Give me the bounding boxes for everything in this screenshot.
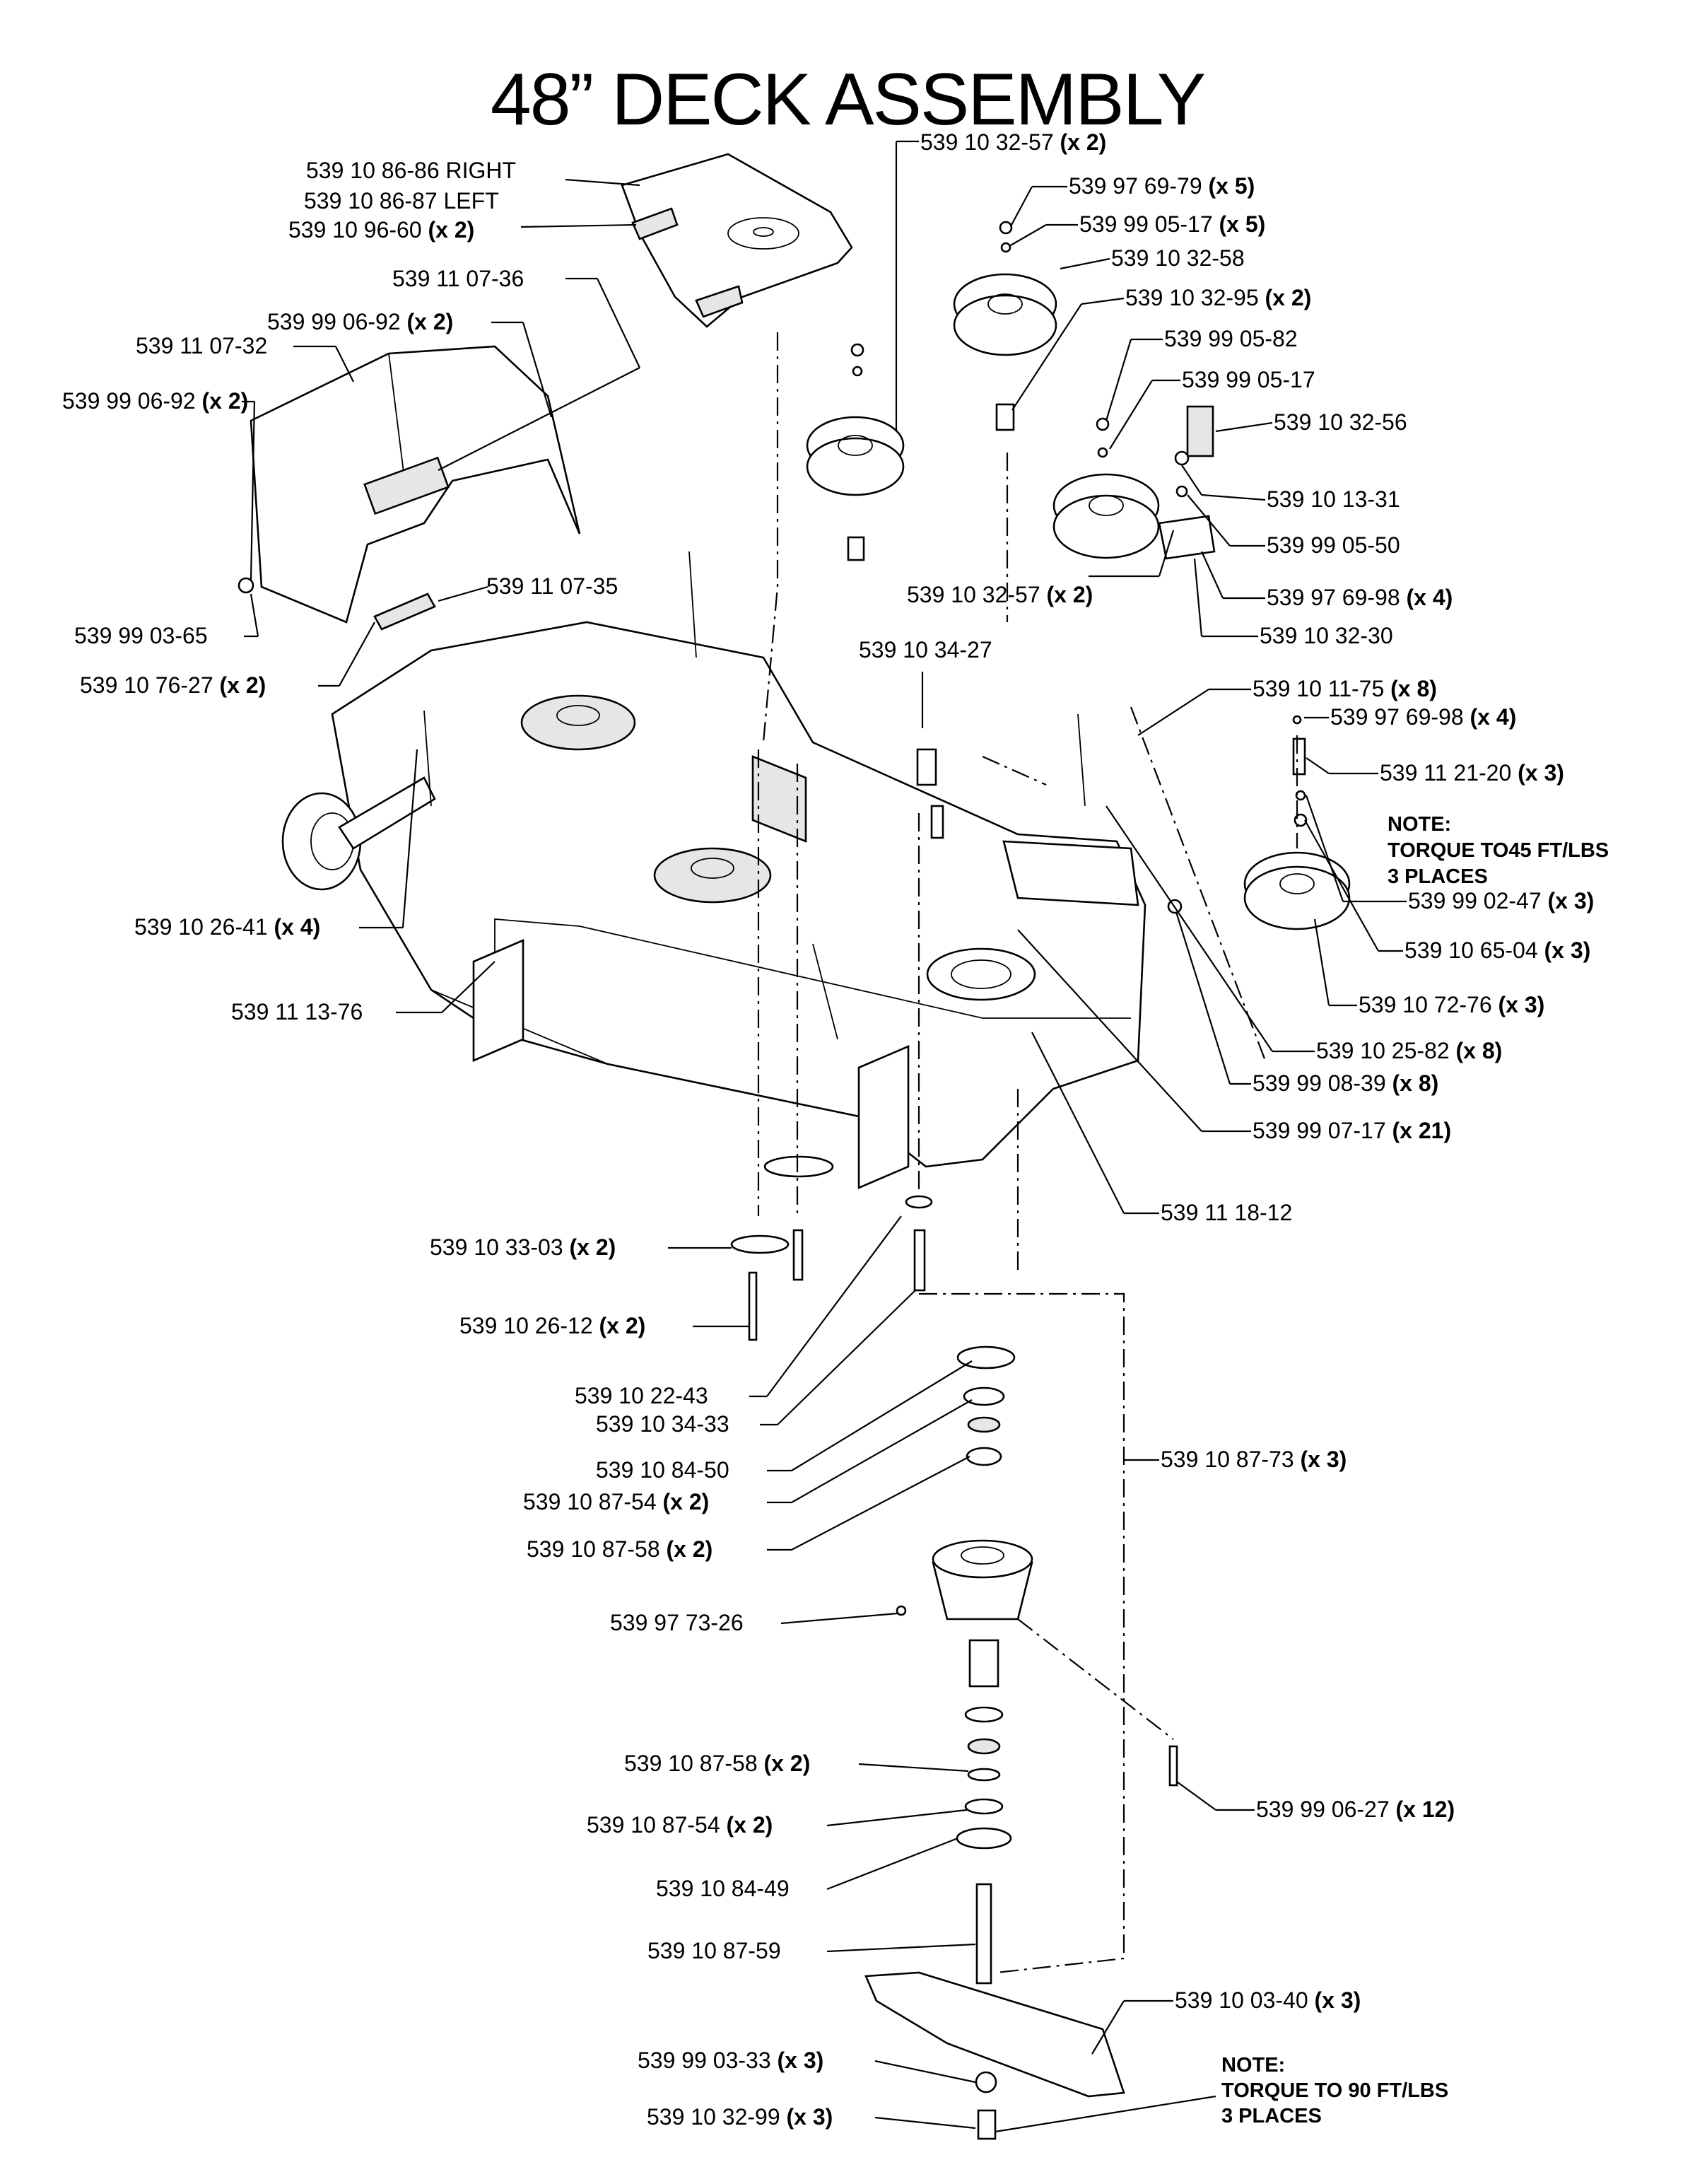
idler-pulleys-illustration (806, 221, 1216, 561)
callout: 539 10 96-60 (x 2) (288, 217, 474, 243)
belt-cover-illustration (621, 153, 853, 328)
callout: 539 10 33-03 (x 2) (430, 1234, 616, 1260)
callout: 539 97 69-98 (x 4) (1267, 585, 1453, 610)
callout: 539 10 32-58 (1111, 245, 1245, 271)
callout: 539 11 07-35 (486, 573, 618, 599)
callout: 539 10 65-04 (x 3) (1404, 938, 1590, 963)
parts-drawing (237, 153, 1351, 2140)
callout: 539 11 21-20 (x 3) (1380, 760, 1564, 786)
callout: 539 10 13-31 (1267, 486, 1400, 512)
callout: 539 99 03-33 (x 3) (638, 2048, 823, 2073)
callout: 539 10 87-54 (x 2) (523, 1489, 709, 1514)
callout: 539 10 03-40 (x 3) (1175, 1987, 1361, 2013)
callout: 539 99 07-17 (x 21) (1253, 1118, 1451, 1143)
callout: 539 10 84-49 (656, 1876, 790, 1901)
callout: 539 10 25-82 (x 8) (1316, 1038, 1502, 1063)
callout: 539 11 18-12 (1161, 1200, 1292, 1225)
callout: 539 10 11-75 (x 8) (1253, 676, 1437, 701)
callout: 539 10 26-41 (x 4) (134, 914, 320, 940)
callout: 539 99 05-50 (1267, 532, 1400, 558)
callout: 539 10 34-27 (859, 637, 992, 662)
note-text: TORQUE TO 90 FT/LBS (1221, 2079, 1448, 2102)
callout: 539 10 22-43 (575, 1383, 708, 1408)
callout: 539 10 86-86 RIGHT (306, 158, 516, 183)
alignment-lines (757, 332, 1298, 1974)
note-text: 3 PLACES (1221, 2105, 1322, 2127)
callout: 539 10 32-57 (x 2) (920, 129, 1106, 155)
callout: 539 10 26-12 (x 2) (459, 1313, 645, 1338)
callout: 539 11 07-32 (136, 333, 267, 358)
discharge-chute-illustration (237, 345, 640, 631)
callout: 539 10 32-57 (x 2) (907, 582, 1093, 607)
callout: 539 10 32-99 (x 3) (647, 2104, 833, 2130)
note-heading: NOTE: (1388, 813, 1451, 836)
callout: 539 99 05-17 (x 5) (1079, 211, 1265, 237)
leader-lines (242, 140, 1407, 2133)
callout: 539 97 69-79 (x 5) (1069, 173, 1255, 199)
note-text: TORQUE TO45 FT/LBS (1388, 839, 1609, 862)
callout: 539 99 06-27 (x 12) (1256, 1797, 1455, 1822)
callout: 539 99 06-92 (x 2) (62, 388, 248, 414)
torque-note-upper: NOTE: TORQUE TO45 FT/LBS 3 PLACES (1388, 813, 1609, 888)
callout: 539 11 07-36 (392, 266, 524, 291)
callout: 539 10 87-73 (x 3) (1161, 1447, 1347, 1472)
callout: 539 10 86-87 LEFT (304, 188, 499, 214)
page-title: 48” DECK ASSEMBLY (490, 59, 1206, 141)
note-text: 3 PLACES (1388, 865, 1488, 888)
callout: 539 10 32-56 (1274, 409, 1407, 435)
callout: 539 99 03-65 (74, 623, 208, 648)
note-heading: NOTE: (1221, 2054, 1285, 2077)
callout: 539 10 34-33 (596, 1411, 729, 1437)
callout: 539 10 87-58 (x 2) (527, 1536, 712, 1562)
callout: 539 10 87-58 (x 2) (624, 1751, 810, 1776)
callout: 539 99 08-39 (x 8) (1253, 1070, 1438, 1096)
callout: 539 97 69-98 (x 4) (1330, 704, 1516, 730)
callout: 539 99 05-82 (1164, 326, 1298, 351)
callout: 539 10 76-27 (x 2) (80, 672, 266, 698)
callout: 539 11 13-76 (231, 999, 363, 1024)
callout: 539 10 32-30 (1260, 623, 1393, 648)
callout: 539 10 32-95 (x 2) (1125, 285, 1311, 310)
callout: 539 10 87-59 (647, 1938, 781, 1963)
callout: 539 99 05-17 (1182, 367, 1315, 392)
spindle-assembly-illustration (730, 1155, 1178, 2140)
callout: 539 10 72-76 (x 3) (1359, 992, 1544, 1017)
callout: 539 99 02-47 (x 3) (1408, 888, 1594, 913)
mower-deck-illustration (281, 551, 1146, 1189)
callout: 539 10 84-50 (596, 1457, 729, 1483)
callout: 539 10 87-54 (x 2) (587, 1812, 773, 1838)
callout: 539 99 06-92 (x 2) (267, 309, 453, 334)
torque-note-lower: NOTE: TORQUE TO 90 FT/LBS 3 PLACES (1221, 2054, 1448, 2127)
callout-labels: 539 10 86-86 RIGHT 539 10 86-87 LEFT 539… (62, 129, 1594, 2130)
callout: 539 97 73-26 (610, 1610, 744, 1635)
